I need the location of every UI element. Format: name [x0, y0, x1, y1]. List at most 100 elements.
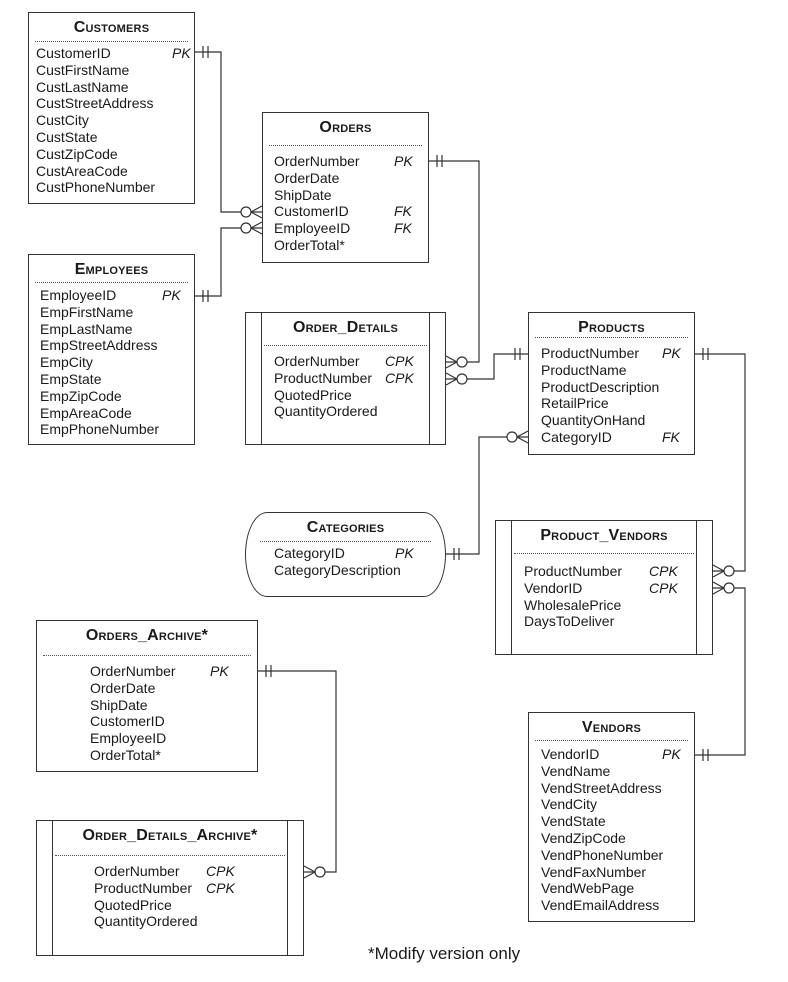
- entity-title: Orders_Archive*: [85, 627, 209, 644]
- field-name: EmployeeID: [90, 730, 167, 747]
- field-row: QuotedPrice: [274, 387, 378, 404]
- crows-foot-line: [303, 871, 316, 879]
- field-key-badge: CPK: [385, 353, 414, 369]
- field-row: VendStreetAddress: [541, 780, 663, 797]
- field-row: QuotedPrice: [94, 897, 198, 914]
- field-row: CustPhoneNumber: [36, 179, 155, 196]
- field-key-badge: FK: [394, 220, 412, 237]
- field-name: CustomerID: [36, 45, 111, 61]
- field-row: EmployeeID PK: [40, 287, 181, 304]
- field-name: VendEmailAddress: [541, 897, 660, 914]
- crows-foot-line: [712, 581, 725, 589]
- field-row: ShipDate: [274, 187, 360, 204]
- field-name: EmpCity: [40, 354, 93, 371]
- field-key-badge: CPK: [206, 879, 235, 896]
- field-row: EmpStreetAddress: [40, 337, 159, 354]
- entity-title: Customers: [73, 19, 150, 36]
- field-name: DaysToDeliver: [524, 613, 615, 630]
- field-name: VendorID: [524, 579, 583, 596]
- field-name: CustFirstName: [36, 61, 130, 78]
- relationship-line: [195, 51, 262, 213]
- field-row: OrderDate: [90, 680, 176, 697]
- field-name: CustStreetAddress: [36, 95, 154, 112]
- field-name: ProductDescription: [541, 378, 660, 395]
- field-name: QuotedPrice: [274, 386, 352, 403]
- crows-foot-line: [445, 355, 458, 363]
- field-row: EmployeeID: [90, 730, 176, 747]
- optional-circle: [314, 866, 326, 878]
- field-row: WholesalePrice: [524, 597, 622, 614]
- crows-foot-line: [250, 205, 263, 213]
- field-name: OrderTotal*: [90, 746, 161, 763]
- field-name: EmpState: [40, 370, 102, 387]
- field-name: EmployeeID: [40, 287, 117, 303]
- entity-title: Categories: [306, 519, 385, 536]
- field-row: CustCity: [36, 112, 155, 129]
- field-name: ProductName: [541, 361, 627, 378]
- field-row: CustState: [36, 129, 155, 146]
- field-row: QuantityOrdered: [274, 403, 378, 420]
- field-row: CustomerID: [90, 713, 176, 730]
- crows-foot-line: [445, 378, 458, 386]
- field-row: OrderDate: [274, 170, 360, 187]
- entity-title: Vendors: [581, 719, 642, 736]
- field-name: ShipDate: [90, 696, 148, 713]
- field-key-badge: CPK: [385, 369, 414, 386]
- crows-foot-line: [445, 372, 458, 380]
- crows-foot-line: [712, 564, 725, 572]
- field-name: EmpLastName: [40, 320, 133, 337]
- optional-circle: [723, 582, 735, 594]
- relationship-line: [195, 227, 262, 297]
- field-name: OrderTotal*: [274, 236, 345, 253]
- field-key-badge: PK: [162, 287, 181, 303]
- entity-title: Orders: [319, 119, 372, 136]
- field-name: QuotedPrice: [94, 896, 172, 913]
- field-row: VendState: [541, 813, 663, 830]
- field-name: CustZipCode: [36, 145, 118, 162]
- field-name: VendState: [541, 813, 606, 830]
- field-name: QuantityOnHand: [541, 412, 646, 429]
- field-row: VendCity: [541, 796, 663, 813]
- field-key-badge: CPK: [649, 563, 678, 579]
- field-row: RetailPrice: [541, 395, 659, 412]
- title-divider: [260, 541, 431, 542]
- title-divider: [35, 41, 188, 42]
- field-row: VendName: [541, 763, 663, 780]
- crows-foot-line: [712, 587, 725, 595]
- optional-circle: [506, 431, 518, 443]
- field-name: VendFaxNumber: [541, 863, 647, 880]
- field-row: EmpCity: [40, 354, 159, 371]
- field-key-badge: CPK: [649, 579, 678, 596]
- crows-foot-line: [712, 570, 725, 578]
- field-name: EmpAreaCode: [40, 404, 132, 421]
- field-key-badge: PK: [210, 663, 229, 679]
- field-row: ShipDate: [90, 697, 176, 714]
- entity-title: Order_Details: [293, 319, 398, 336]
- field-key-badge: PK: [395, 545, 414, 561]
- title-divider: [264, 345, 427, 346]
- field-name: CategoryID: [541, 428, 612, 445]
- field-name: EmpPhoneNumber: [40, 421, 160, 438]
- field-key-badge: PK: [172, 45, 191, 61]
- field-row: QuantityOnHand: [541, 412, 659, 429]
- field-name: VendorID: [541, 746, 600, 762]
- title-divider: [43, 655, 251, 656]
- title-divider: [35, 282, 188, 283]
- field-row: EmpPhoneNumber: [40, 421, 159, 438]
- entity-title: Product_Vendors: [540, 527, 668, 544]
- title-divider: [535, 740, 688, 741]
